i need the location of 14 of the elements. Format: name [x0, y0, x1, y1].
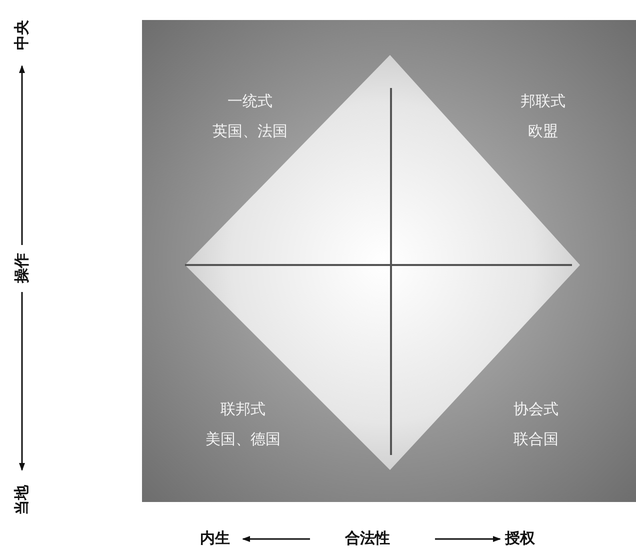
quadrant-label: 美国、德国 [206, 430, 280, 449]
axis-label: 授权 [505, 529, 535, 548]
axis-label: 当地 [12, 485, 32, 515]
quadrant-label: 联合国 [514, 430, 558, 449]
axis-label: 合法性 [345, 529, 390, 548]
axis-label: 内生 [200, 529, 230, 548]
quadrant-label: 英国、法国 [212, 122, 288, 141]
axis-label: 操作 [12, 253, 32, 283]
quadrant-label: 欧盟 [528, 122, 558, 141]
quadrant-label: 邦联式 [520, 92, 566, 111]
quadrant-label: 联邦式 [220, 400, 266, 419]
quadrant-label: 协会式 [514, 400, 558, 419]
axis-label: 中央 [12, 20, 32, 50]
quadrant-label: 一统式 [228, 92, 272, 111]
